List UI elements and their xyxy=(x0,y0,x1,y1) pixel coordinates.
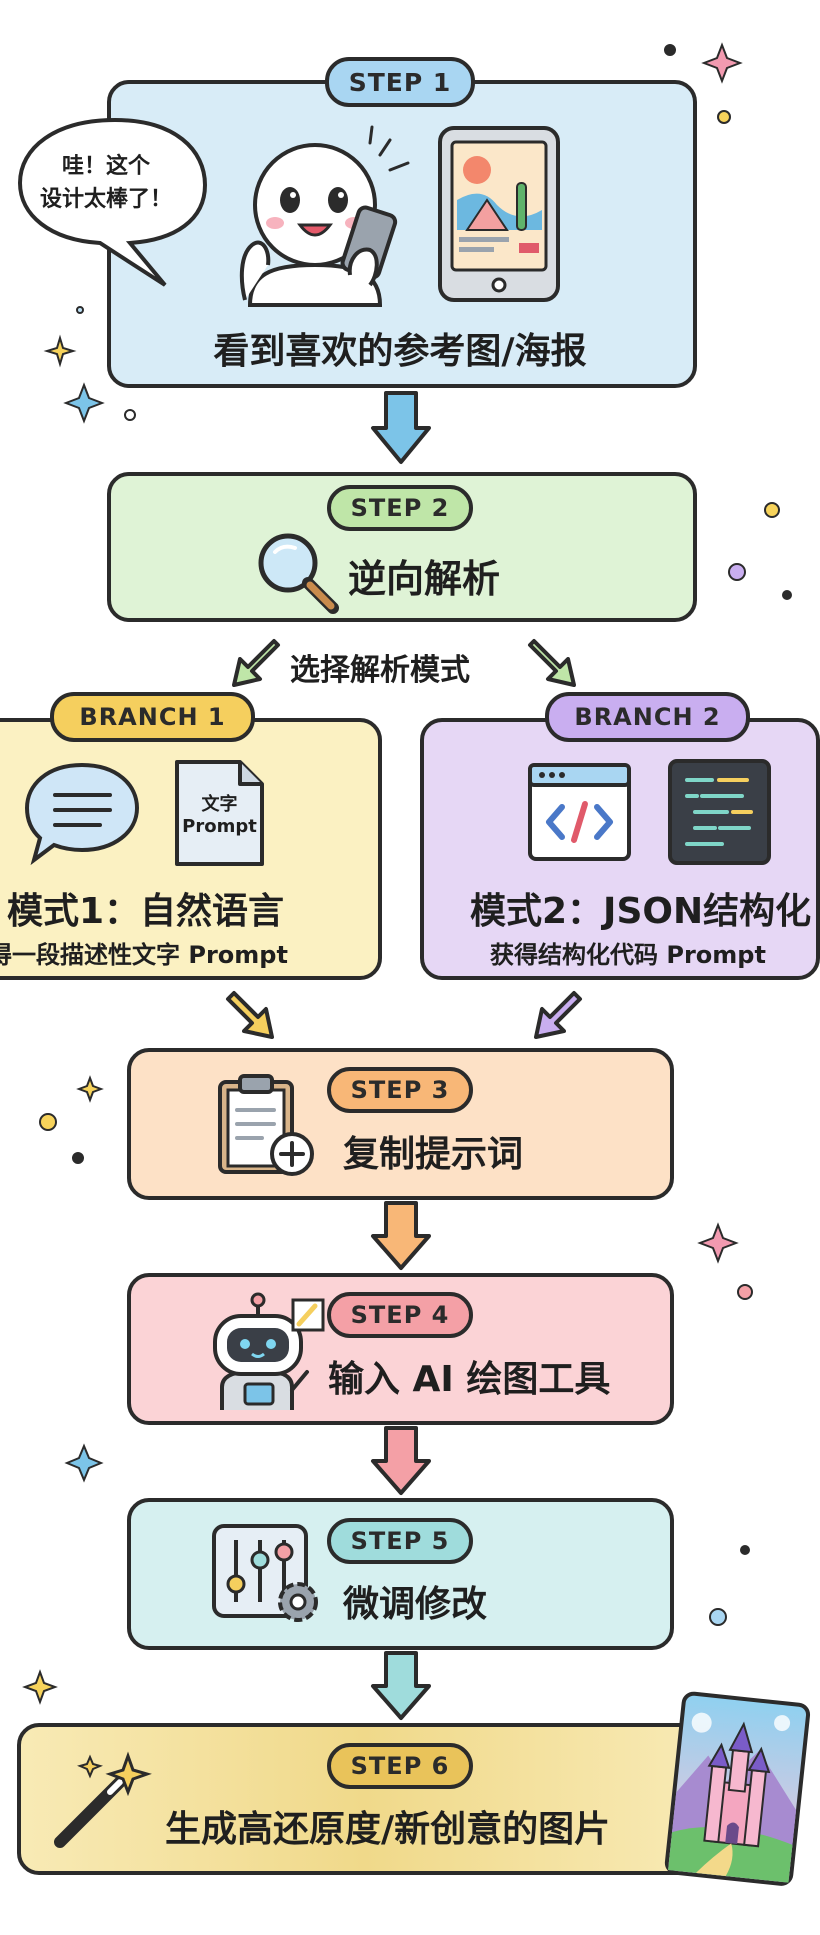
tablet-poster-icon xyxy=(438,126,560,302)
castle-image xyxy=(664,1691,811,1886)
document-label-line2: Prompt xyxy=(182,816,257,837)
step1-box xyxy=(107,80,697,388)
arrow-left-down-icon xyxy=(232,639,280,687)
settings-sliders-icon xyxy=(212,1524,318,1622)
chat-bubble-icon xyxy=(24,762,140,866)
branch2-label: BRANCH 2 xyxy=(545,692,750,742)
step2-label: STEP 2 xyxy=(327,485,473,531)
branch2-title: 模式2：JSON结构化 xyxy=(470,891,812,932)
arrow-converge-left-icon xyxy=(226,991,274,1039)
arrow-right-down-icon xyxy=(528,639,576,687)
flowchart: STEP 1 哇！这个 设计太棒了！ 看到喜欢的参考图/海报 STEP xyxy=(0,42,820,1886)
speech-text-line2: 设计太棒了！ xyxy=(40,187,173,212)
branch1-label: BRANCH 1 xyxy=(50,692,255,742)
arrow-down-icon xyxy=(371,1426,431,1495)
document-icon xyxy=(175,760,264,866)
magnifier-icon xyxy=(258,533,339,614)
speech-text-line1: 哇！这个 xyxy=(62,154,151,179)
step5-title: 微调修改 xyxy=(343,1584,488,1625)
happy-character-icon xyxy=(239,125,410,307)
step3-title: 复制提示词 xyxy=(343,1134,524,1175)
step4-label: STEP 4 xyxy=(327,1292,473,1338)
document-label-line1: 文字 xyxy=(201,794,238,815)
step1-label: STEP 1 xyxy=(325,57,475,107)
branch1-title: 模式1：自然语言 xyxy=(7,891,285,932)
step2-title: 逆向解析 xyxy=(348,557,501,601)
step4-title: 输入 AI 绘图工具 xyxy=(328,1359,611,1400)
branch2-subtitle: 获得结构化代码 Prompt xyxy=(490,941,766,969)
code-editor-icon xyxy=(668,759,771,865)
step3-label: STEP 3 xyxy=(327,1067,473,1113)
arrow-converge-right-icon xyxy=(534,991,582,1039)
magic-wand-icon xyxy=(54,1751,152,1848)
code-window-icon xyxy=(528,763,631,861)
branch1-subtitle: 得一段描述性文字 Prompt xyxy=(0,941,288,969)
step6-title: 生成高还原度/新创意的图片 xyxy=(165,1809,611,1850)
speech-bubble-icon xyxy=(17,117,208,287)
step6-label: STEP 6 xyxy=(327,1743,473,1789)
arrow-down-icon xyxy=(371,391,431,464)
arrow-down-icon xyxy=(371,1651,431,1720)
robot-artist-icon xyxy=(213,1292,325,1410)
arrow-down-icon xyxy=(371,1201,431,1270)
step1-title: 看到喜欢的参考图/海报 xyxy=(213,331,587,372)
choose-mode-text: 选择解析模式 xyxy=(290,653,470,688)
step5-label: STEP 5 xyxy=(327,1518,473,1564)
clipboard-add-icon xyxy=(218,1074,314,1176)
